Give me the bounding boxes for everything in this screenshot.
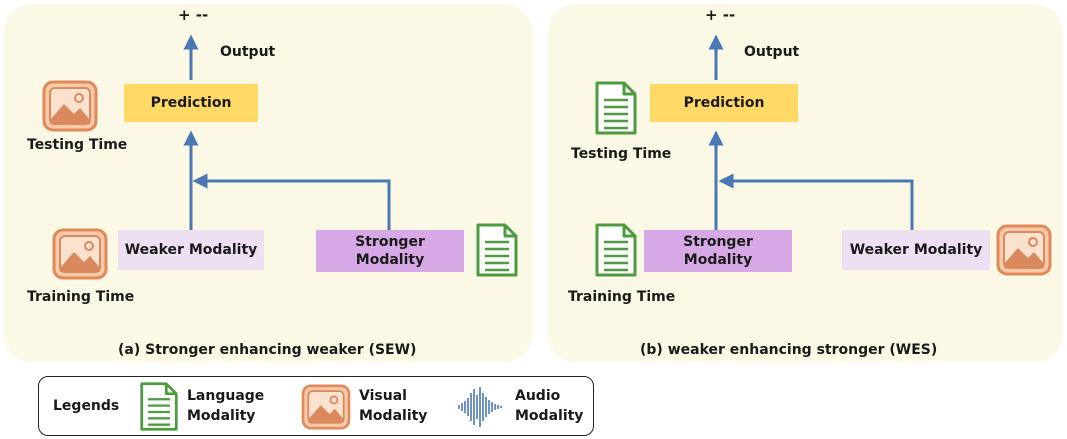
signs-a: + --: [178, 6, 209, 24]
prediction-box-a: Prediction: [124, 84, 258, 122]
arrow-b-weaker-branch: [718, 173, 914, 230]
output-label-b: Output: [744, 44, 800, 60]
panel-wes: [548, 4, 1063, 362]
document-icon: [475, 222, 519, 278]
image-icon: [301, 384, 351, 430]
training-time-label-b: Training Time: [568, 289, 676, 305]
image-icon: [996, 224, 1052, 276]
stronger-modality-box-a: Stronger Modality: [316, 230, 464, 272]
caption-b: (b) weaker enhancing stronger (WES): [640, 342, 938, 358]
image-icon: [52, 228, 108, 280]
caption-a: (a) Stronger enhancing weaker (SEW): [118, 342, 417, 358]
training-time-label-a: Training Time: [27, 289, 135, 305]
legend-language-label: Language Modality: [187, 388, 265, 424]
prediction-box-b: Prediction: [650, 84, 798, 122]
arrow-a-stronger-branch: [192, 173, 391, 230]
testing-time-label-a: Testing Time: [27, 137, 128, 153]
document-icon: [139, 381, 179, 432]
document-icon: [594, 80, 638, 136]
image-icon: [42, 80, 98, 132]
legend-box: Legends Language Modality Visual Modalit…: [38, 376, 594, 436]
legend-title: Legends: [53, 398, 120, 414]
document-icon: [594, 222, 638, 278]
weaker-modality-box-a: Weaker Modality: [118, 230, 264, 270]
panel-sew: [4, 4, 532, 362]
legend-visual-label: Visual Modality: [359, 388, 428, 424]
testing-time-label-b: Testing Time: [571, 146, 672, 162]
audio-waveform-icon: [458, 387, 502, 427]
legend-audio-label: Audio Modality: [515, 388, 584, 424]
weaker-modality-box-b: Weaker Modality: [842, 230, 990, 270]
output-label-a: Output: [220, 44, 276, 60]
signs-b: + --: [705, 6, 736, 24]
stronger-modality-box-b: Stronger Modality: [644, 230, 792, 272]
